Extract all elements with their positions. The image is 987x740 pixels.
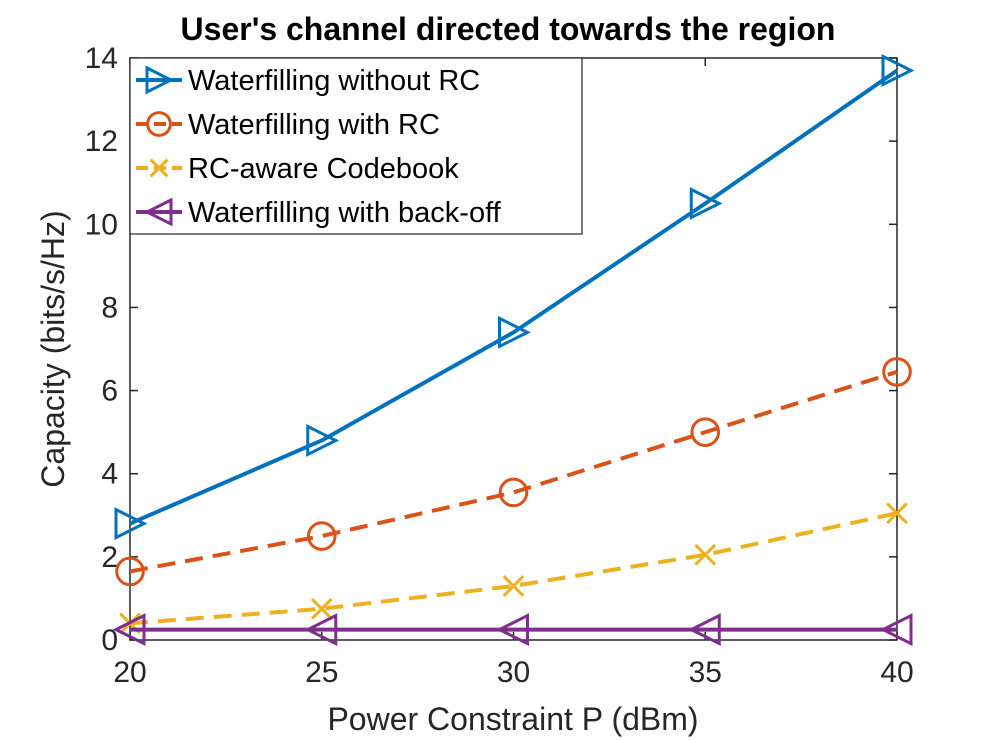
x-marker: [502, 575, 525, 597]
triangle-right-marker: [881, 54, 915, 87]
triangle-right-marker: [306, 424, 340, 457]
y-tick-label: 6: [101, 375, 118, 408]
triangle-right-marker: [145, 65, 175, 95]
x-tick-label: 20: [113, 656, 146, 689]
chart-title: User's channel directed towards the regi…: [181, 11, 836, 47]
triangle-left-marker: [112, 613, 146, 647]
circle-marker: [498, 477, 529, 508]
triangle-left-marker: [879, 613, 913, 647]
triangle-left-marker: [496, 613, 529, 647]
legend-label: RC-aware Codebook: [188, 153, 459, 185]
x-marker: [886, 502, 908, 525]
y-tick-label: 8: [101, 291, 118, 324]
series-group: [112, 54, 915, 647]
triangle-right-marker: [498, 315, 531, 349]
x-marker-stroke: [886, 502, 908, 525]
series-line: [129, 369, 898, 574]
y-tick-label: 2: [101, 541, 118, 574]
series-0: [114, 54, 915, 541]
x-marker: [149, 158, 169, 178]
triangle-left-marker: [304, 613, 338, 647]
x-tick-label: 40: [880, 656, 913, 689]
triangle-left-marker: [143, 197, 173, 227]
series-line: [129, 68, 899, 526]
x-tick-label: 35: [689, 656, 722, 689]
legend-label: Waterfilling with RC: [188, 109, 440, 141]
triangle-right-marker: [114, 507, 148, 541]
legend-box: [129, 57, 583, 235]
y-tick-label: 10: [85, 208, 118, 241]
legend-entry: Waterfilling with RC: [136, 109, 440, 141]
legend-label: Waterfilling without RC: [188, 65, 480, 97]
circle-marker: [882, 357, 912, 387]
x-marker-stroke: [694, 543, 717, 566]
circle-marker: [115, 556, 145, 587]
y-tick-label: 14: [85, 42, 118, 75]
circle-marker: [146, 111, 172, 137]
legend-entry: RC-aware Codebook: [136, 153, 459, 185]
triangle-left-marker: [687, 613, 721, 647]
x-marker-stroke: [502, 575, 525, 597]
y-tick-label: 12: [85, 125, 118, 158]
x-axis-label: Power Constraint P (dBm): [327, 701, 698, 737]
x-marker: [694, 543, 717, 566]
legend-label: Waterfilling with back-off: [188, 197, 502, 229]
x-marker: [310, 597, 333, 620]
y-tick-label: 0: [101, 624, 118, 657]
x-tick-label: 25: [305, 656, 338, 689]
y-tick-label: 4: [101, 458, 118, 491]
legend: Waterfilling without RC Waterfilling with…: [129, 57, 583, 235]
x-marker-stroke: [310, 597, 333, 620]
series-3: [112, 613, 913, 647]
triangle-right-marker: [689, 187, 723, 220]
legend-entry: Waterfilling without RC: [136, 65, 480, 97]
y-axis-label: Capacity (bits/s/Hz): [35, 210, 71, 487]
circle-marker: [306, 521, 337, 551]
x-tick-label: 30: [497, 656, 530, 689]
legend-entry: Waterfilling with back-off: [136, 197, 502, 229]
x-marker-stroke: [149, 158, 169, 178]
series-2: [119, 502, 908, 635]
series-line: [129, 511, 898, 626]
series-1: [115, 357, 912, 587]
circle-marker: [690, 417, 721, 447]
